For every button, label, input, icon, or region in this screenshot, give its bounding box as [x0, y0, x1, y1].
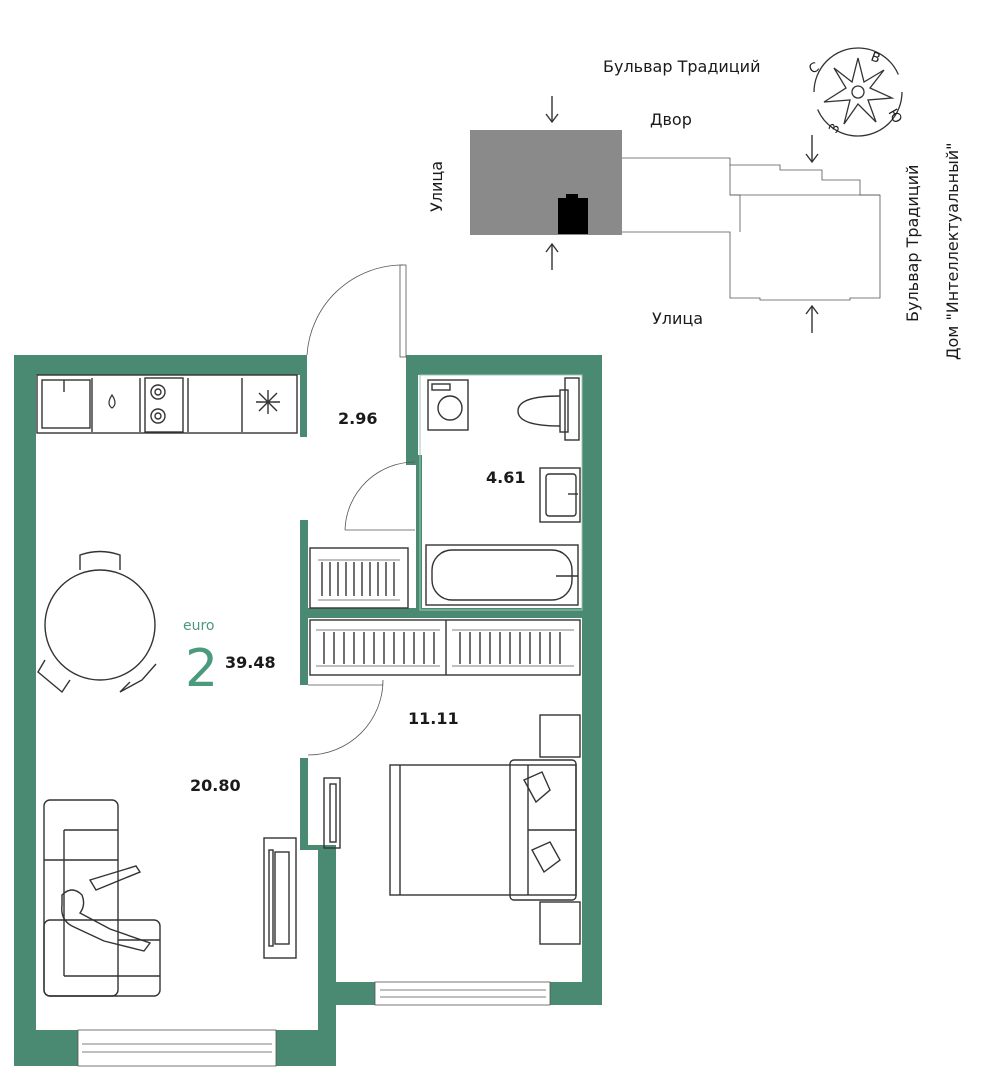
street-label-bottom: Улица [652, 309, 703, 328]
nightstand-bottom [539, 901, 581, 945]
house-name-label: Дом "Интеллектуальный" [943, 143, 962, 360]
entrance-arrow-icon [805, 304, 819, 333]
building-outline [622, 157, 881, 301]
wardrobe-bedroom [309, 619, 581, 676]
entrance-arrow-icon [545, 242, 559, 270]
snowflake-icon [256, 390, 280, 414]
kitchen-counter [36, 374, 298, 434]
compass-east: В [869, 50, 883, 67]
entrance-arrow-icon [545, 96, 559, 124]
bathroom-sink [539, 467, 581, 523]
area-bedroom: 11.11 [408, 709, 459, 728]
bathroom-door [344, 461, 416, 531]
sink [41, 379, 91, 429]
street-label-left: Улица [427, 161, 446, 212]
area-hall: 2.96 [338, 409, 377, 428]
bed [389, 759, 577, 901]
apartment-marker [558, 198, 588, 234]
bedroom-door [307, 679, 384, 756]
nightstand-top [539, 714, 581, 758]
bathroom-fixtures [419, 374, 583, 611]
compass-west: З [826, 121, 843, 136]
compass-north: С [807, 60, 822, 78]
bathtub [425, 544, 579, 606]
entrance-door [306, 264, 407, 358]
dining-table [37, 550, 157, 694]
wardrobe-hall [309, 547, 409, 609]
compass-rose-icon: С В Ю З [807, 47, 905, 137]
stove [144, 377, 184, 433]
walls [14, 355, 602, 1066]
washing-machine [427, 379, 469, 431]
window-bedroom [374, 981, 551, 1006]
apartment-room-count: 2 [185, 639, 218, 699]
location-map: Бульвар Традиций Двор Улица Улица Бульва… [427, 47, 962, 360]
water-drop-icon [108, 393, 116, 409]
entrance-arrow-icon [805, 135, 819, 164]
tv-stand-bedroom [323, 777, 341, 849]
compass-south: Ю [885, 107, 905, 127]
sofa [43, 799, 161, 997]
apartment-type-label: euro [183, 618, 215, 634]
apartment-total-area: 39.48 [225, 653, 276, 672]
area-living-kitchen: 20.80 [190, 776, 241, 795]
area-bathroom: 4.61 [486, 468, 525, 487]
street-label-top: Бульвар Традиций [603, 57, 760, 76]
building-section-highlight [470, 130, 622, 235]
window-living [77, 1029, 277, 1067]
street-label-right: Бульвар Традиций [903, 165, 922, 322]
person-figure [61, 865, 152, 952]
tv-stand-living [263, 837, 297, 959]
yard-label: Двор [650, 110, 692, 129]
toilet [517, 389, 569, 433]
